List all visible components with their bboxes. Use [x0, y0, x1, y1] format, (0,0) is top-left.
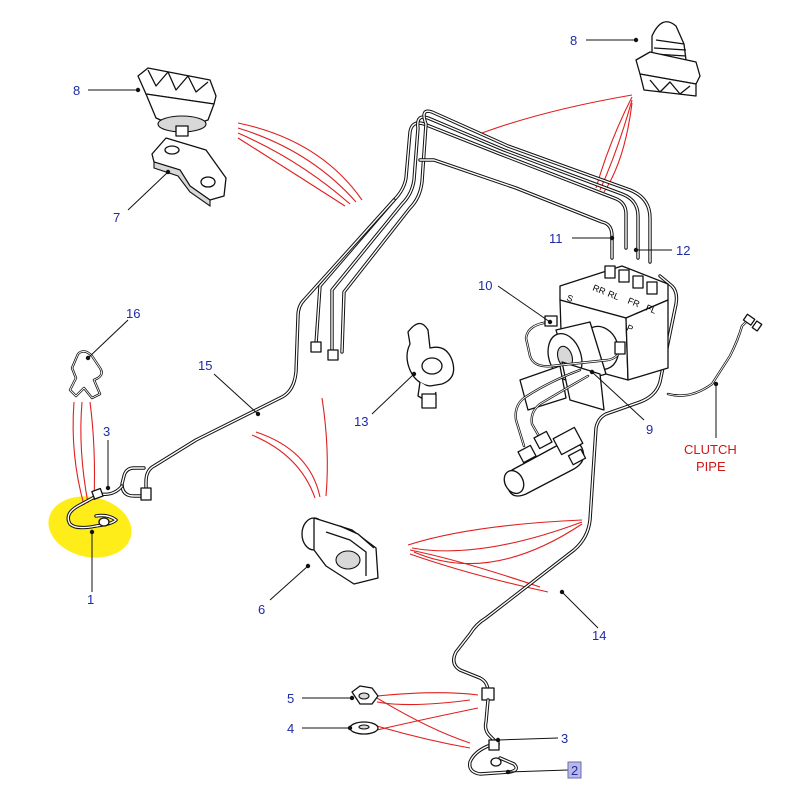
master-cylinder — [503, 426, 587, 497]
part-7-bracket[interactable] — [151, 137, 227, 208]
part-1-pipe[interactable] — [66, 487, 118, 530]
clutch-pipe-label-line2: PIPE — [696, 459, 726, 474]
modulator-label-s: S — [565, 293, 574, 305]
modulator-label-fr: FR — [626, 296, 641, 310]
callout-2[interactable]: 2 — [571, 763, 578, 778]
part-4-washer[interactable] — [349, 721, 379, 735]
callout-3-lower[interactable]: 3 — [561, 731, 568, 746]
brake-pipes — [66, 109, 763, 776]
callout-16[interactable]: 16 — [126, 306, 140, 321]
modulator-label-rr: RR — [591, 283, 607, 297]
callout-labels: 8 7 8 11 12 10 16 15 13 9 CLUTCH PIPE 3 … — [73, 33, 737, 779]
callout-6[interactable]: 6 — [258, 602, 265, 617]
callout-12[interactable]: 14 — [592, 628, 606, 643]
modulator-label-p: P — [625, 323, 634, 335]
clutch-pipe — [666, 313, 763, 397]
callout-13[interactable]: 11 — [549, 231, 563, 246]
selected-callout-box — [567, 761, 582, 779]
part-15-p-clip[interactable] — [406, 322, 455, 409]
callout-11[interactable]: 15 — [198, 358, 212, 373]
callout-3-upper[interactable]: 3 — [103, 424, 110, 439]
part-5-nut[interactable] — [351, 685, 379, 705]
callout-8-right[interactable]: 8 — [570, 33, 577, 48]
callout-leaders — [85, 37, 719, 775]
callout-10[interactable]: 10 — [478, 278, 492, 293]
red-group-leaders — [72, 94, 633, 749]
callout-5[interactable]: 5 — [287, 691, 294, 706]
modulator-label-rl: RL — [606, 289, 620, 303]
callout-7[interactable]: 7 — [113, 210, 120, 225]
clutch-pipe-label-line1: CLUTCH — [684, 442, 737, 457]
pipe-bundle — [310, 109, 652, 361]
callout-14[interactable]: 12 — [676, 243, 690, 258]
abs-modulator: S RR RL FR FL P — [514, 265, 669, 448]
modulator-label-fl: FL — [644, 303, 657, 316]
part-8-clip-left[interactable] — [137, 67, 217, 137]
callout-1[interactable]: 1 — [87, 592, 94, 607]
callout-15[interactable]: 13 — [354, 414, 368, 429]
callout-4[interactable]: 4 — [287, 721, 294, 736]
part-6-block-clip[interactable] — [301, 517, 379, 585]
part-8-clip-right[interactable] — [635, 21, 701, 97]
callout-9[interactable]: 9 — [646, 422, 653, 437]
part-2-pipe[interactable] — [468, 739, 518, 776]
callout-8-left[interactable]: 8 — [73, 83, 80, 98]
part-16-spring-clip[interactable] — [68, 350, 103, 400]
